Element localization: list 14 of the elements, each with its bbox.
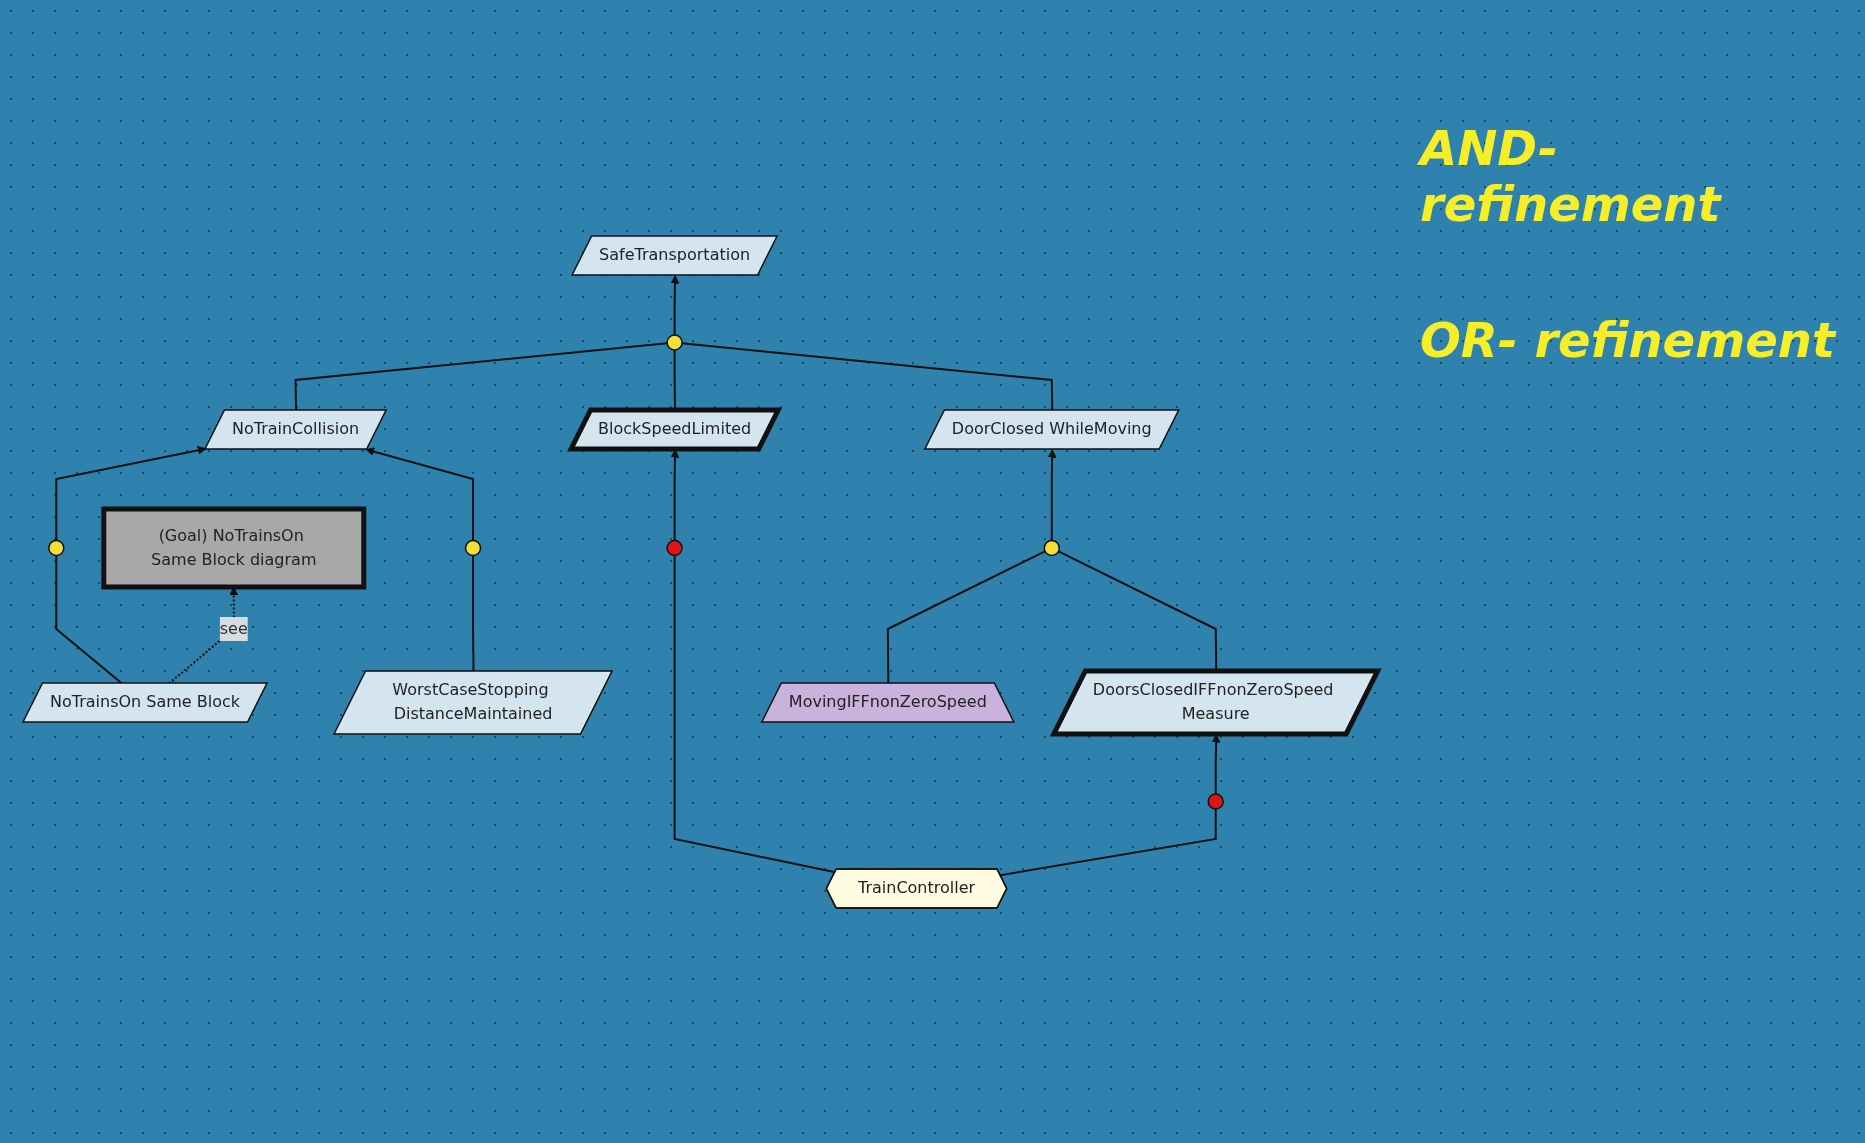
node-circle [666,333,683,351]
node-circle [1207,792,1224,810]
arrow [1047,448,1057,541]
annotation-text: OR- refinement [1420,312,1838,368]
edge-label: see [219,618,248,638]
connector [999,807,1217,876]
node-circle [464,539,481,556]
node-box: (Goal) NoTrainsOn Same Block diagram [101,506,366,589]
node-circle [666,539,683,556]
arrow [365,446,474,541]
arrow [55,445,206,541]
node-circle [47,539,65,556]
arrow [670,274,680,336]
node-circle [1043,539,1060,556]
